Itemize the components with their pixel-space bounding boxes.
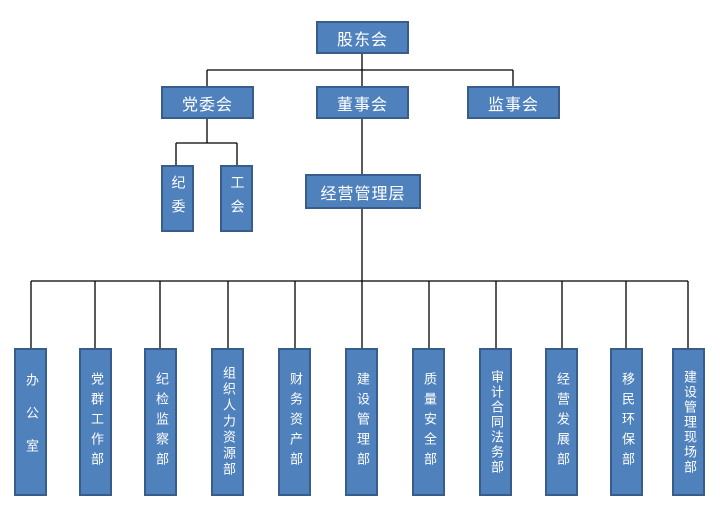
- board-box: 董事会: [316, 86, 409, 119]
- discipline-box: 纪委: [161, 165, 194, 232]
- management-box: 经营管理层: [305, 174, 421, 209]
- department-box: 建设管理现场部: [672, 348, 705, 496]
- department-box: 经营发展部: [545, 348, 578, 496]
- department-box: 建设管理部: [345, 348, 378, 496]
- shareholders-box: 股东会: [316, 21, 409, 54]
- department-box: 移民环保部: [610, 348, 643, 496]
- department-box: 质量安全部: [412, 348, 445, 496]
- department-box: 办公室: [14, 348, 47, 496]
- department-box: 财务资产部: [278, 348, 311, 496]
- department-box: 纪检监察部: [144, 348, 177, 496]
- department-box: 审计合同法务部: [479, 348, 512, 496]
- supervisory-board-box: 监事会: [467, 86, 560, 119]
- department-box: 组织人力资源部: [211, 348, 244, 496]
- department-box: 党群工作部: [79, 348, 112, 496]
- party-committee-box: 党委会: [161, 86, 254, 119]
- union-box: 工会: [220, 165, 253, 232]
